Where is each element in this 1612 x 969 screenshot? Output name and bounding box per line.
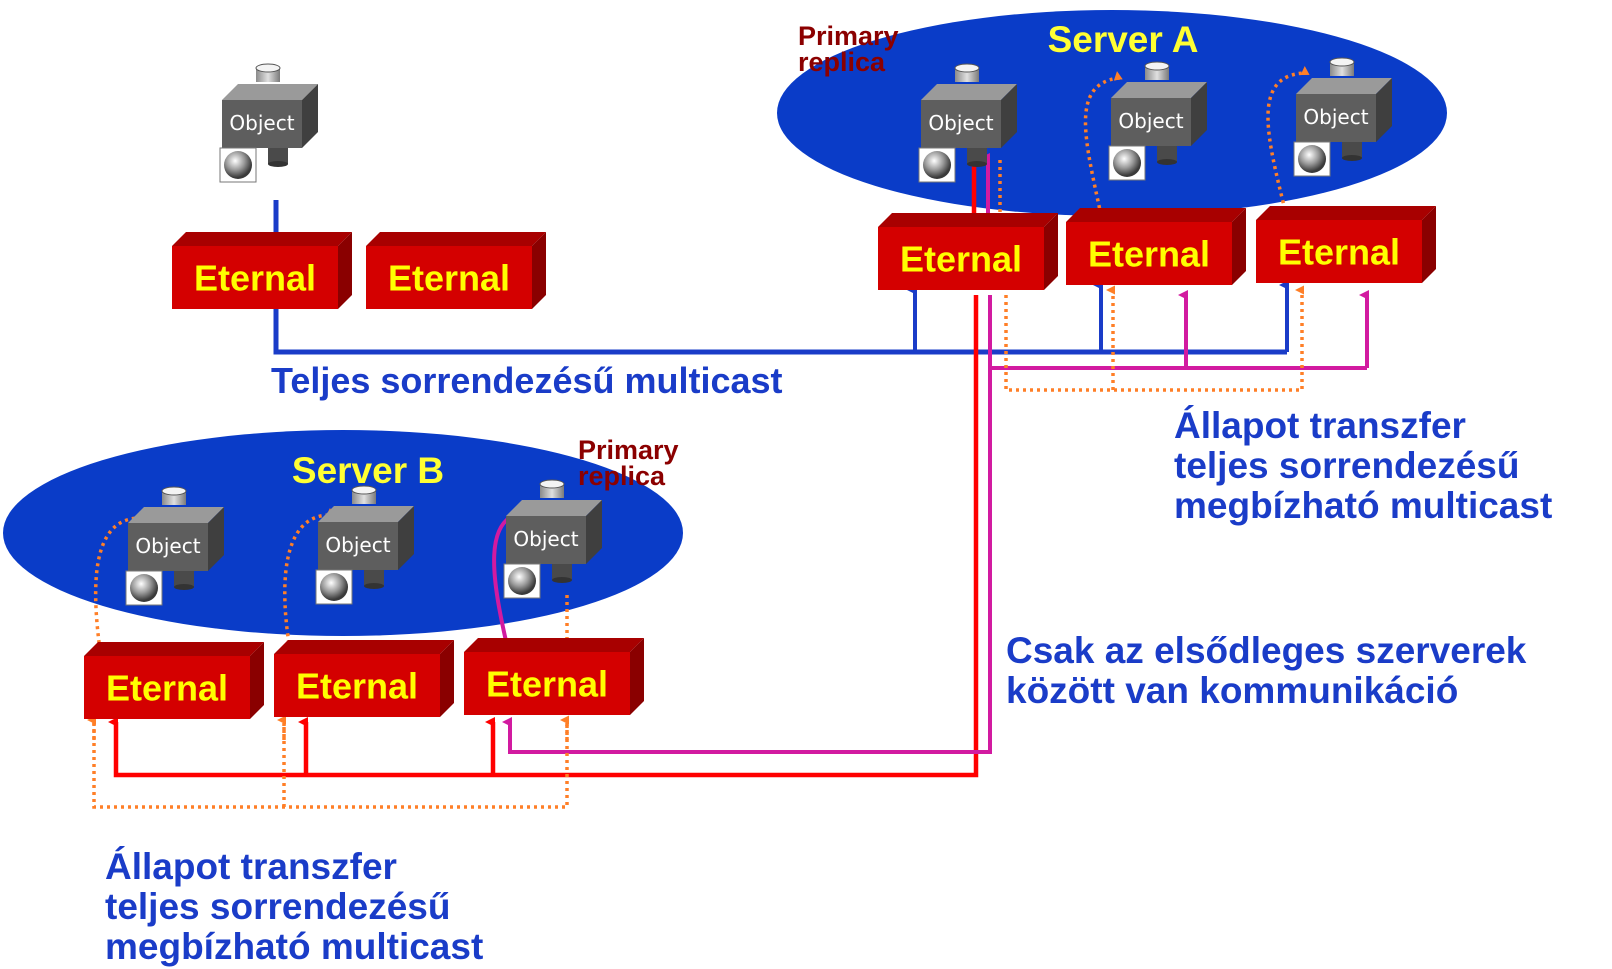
server-a-eternal-1-label: Eternal (900, 239, 1022, 280)
state-transfer-a-line2: teljes sorrendezésű (1174, 445, 1519, 486)
client-object-label: Object (229, 111, 294, 135)
server-a-primary-label: Primary (798, 21, 899, 51)
server-b-primary-label: Primary (578, 435, 679, 465)
client-eternal-2: Eternal (366, 232, 546, 309)
client-eternal-2-label: Eternal (388, 258, 510, 299)
server-a-eternal-1: Eternal (878, 213, 1058, 290)
server-b-object-2-label: Object (325, 533, 390, 557)
a2-orange-curve (1083, 71, 1123, 216)
client-eternal-1: Eternal (172, 232, 352, 309)
total-order-caption: Teljes sorrendezésű multicast (271, 360, 783, 401)
server-a-eternal-2-label: Eternal (1088, 234, 1210, 275)
state-transfer-b-line3: megbízható multicast (105, 926, 483, 967)
server-b-object-3-label: Object (513, 527, 578, 551)
server-a-object-3-label: Object (1303, 105, 1368, 129)
server-a-eternal-3: Eternal (1256, 206, 1436, 283)
server-b-object-1-label: Object (135, 534, 200, 558)
server-a-replica-label: replica (798, 47, 886, 77)
server-b-eternal-2: Eternal (274, 640, 454, 717)
state-transfer-a-line1: Állapot transzfer (1174, 405, 1466, 446)
server-b-title: Server B (292, 450, 444, 491)
primary-comm-line1: Csak az elsődleges szerverek (1006, 630, 1527, 671)
server-a-title: Server A (1048, 19, 1199, 60)
server-b-eternal-1: Eternal (84, 642, 264, 719)
b2-orange-curve (283, 508, 335, 651)
server-a-object-1: Object (918, 63, 1017, 183)
client-eternal-1-label: Eternal (194, 258, 316, 299)
primary-comm-line2: között van kommunikáció (1006, 670, 1458, 711)
server-b-eternal-2-label: Eternal (296, 666, 418, 707)
server-a-object-2-label: Object (1118, 109, 1183, 133)
server-a-orange-bus (1004, 285, 1304, 392)
server-a-eternal-2: Eternal (1066, 208, 1246, 285)
server-b-object-1: Object (125, 486, 224, 606)
server-a-object-2: Object (1108, 61, 1207, 181)
server-b-orange-bus (92, 722, 569, 809)
server-b-replica-label: replica (578, 461, 666, 491)
state-transfer-b-line1: Állapot transzfer (105, 846, 397, 887)
server-a-object-1-label: Object (928, 111, 993, 135)
server-b-eternal-1-label: Eternal (106, 668, 228, 709)
state-transfer-a-line3: megbízható multicast (1174, 485, 1552, 526)
server-b-object-2: Object (315, 485, 414, 605)
primary-red-link (108, 295, 979, 778)
server-b-object-3: Object (503, 479, 602, 599)
server-a-eternal-3-label: Eternal (1278, 232, 1400, 273)
server-b-eternal-3: Eternal (464, 638, 644, 715)
client-object: Object (219, 63, 318, 183)
primary-magenta-link (502, 295, 992, 754)
state-transfer-b-line2: teljes sorrendezésű (105, 886, 450, 927)
b1-orange-curve (93, 511, 145, 651)
server-b-eternal-3-label: Eternal (486, 664, 608, 705)
server-a-object-3: Object (1293, 57, 1392, 177)
